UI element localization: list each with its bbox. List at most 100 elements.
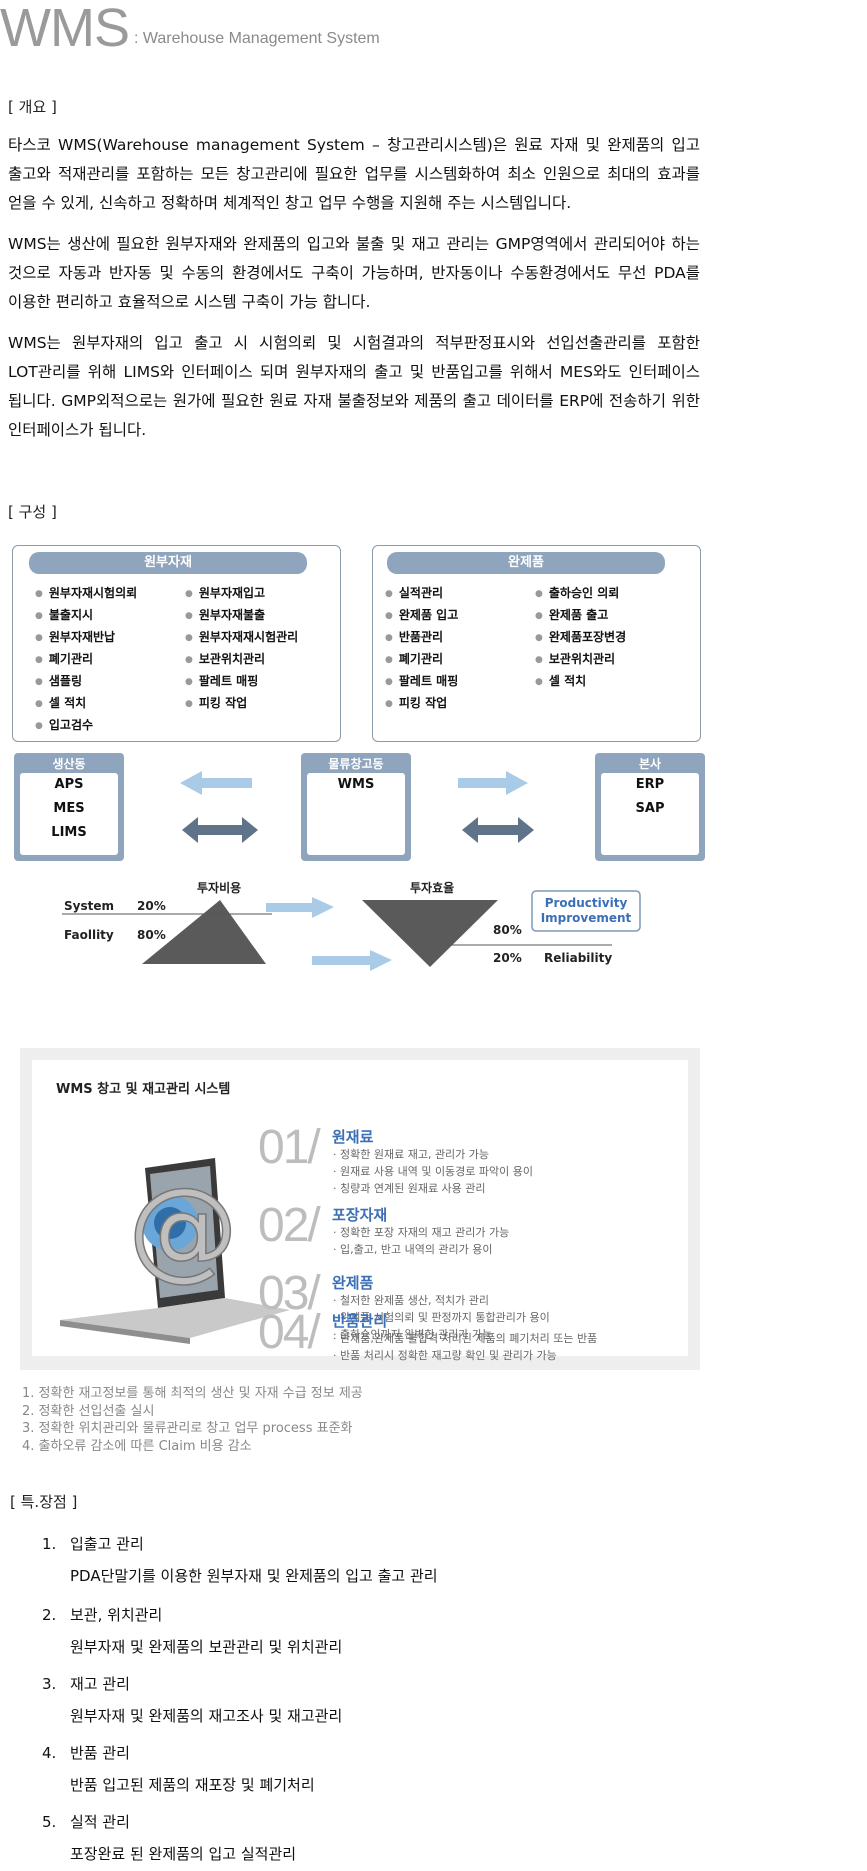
feature-number: 3. <box>42 1675 57 1693</box>
finished-goods-box: 완제품 실적관리 완제품 입고 반품관리 폐기관리 팔레트 매핑 피킹 작업 출… <box>372 545 701 742</box>
logistics-warehouse-title: 물류창고동 <box>328 757 384 771</box>
productivity-label: Productivity <box>544 896 628 910</box>
raw-item: 팔레트 매핑 <box>185 672 258 689</box>
arrow-right-icon <box>312 950 392 971</box>
efficiency-top-percent: 80% <box>493 923 522 937</box>
item-detail: · 칭량과 연계된 원재료 사용 관리 <box>333 1182 486 1195</box>
raw-item: 보관위치관리 <box>185 650 265 667</box>
arrow-double-icon <box>182 817 258 843</box>
finished-item: 보관위치관리 <box>535 650 615 667</box>
raw-material-box: 원부자재 원부자재시험의뢰 불출지시 원부자재반납 폐기관리 샘플링 셀 적치 … <box>12 545 341 742</box>
item-detail: · 완제품 시험의뢰 및 판정까지 통합관리가 용이 <box>333 1311 550 1324</box>
arrow-left-icon <box>180 771 252 795</box>
system-line: ERP <box>635 777 665 792</box>
item-category: 반품관리 <box>332 1312 388 1330</box>
item-detail: · 철저한 완제품 생산, 적치가 관리 <box>333 1294 490 1307</box>
item-detail: · 원재료 사용 내역 및 이동경로 파악이 용이 <box>333 1165 534 1178</box>
item-category: 원재료 <box>332 1128 374 1146</box>
headquarters-title: 본사 <box>638 757 662 771</box>
panel-title: WMS 창고 및 재고관리 시스템 <box>56 1082 231 1097</box>
system-line: APS <box>54 777 84 792</box>
raw-item: 원부자재불출 <box>185 606 265 623</box>
feature-number: 4. <box>42 1744 57 1762</box>
item-category: 완제품 <box>332 1274 374 1292</box>
svg-text:@: @ <box>128 1164 238 1292</box>
investment-efficiency-label: 투자효율 <box>410 881 455 895</box>
feature-title: 재고 관리 <box>70 1675 130 1693</box>
feature-number: 5. <box>42 1813 57 1831</box>
item-category: 포장자재 <box>332 1206 388 1224</box>
feature-item: 1.입출고 관리 PDA단말기를 이용한 원부자재 및 완제품의 입고 출고 관… <box>42 1533 438 1585</box>
headquarters-box: 본사 ERP SAP <box>595 753 705 861</box>
reliability-label: Reliability <box>544 951 613 965</box>
logistics-warehouse-box: 물류창고동 WMS <box>301 753 411 861</box>
benefits-list: 1. 정확한 재고정보를 통해 최적의 생산 및 자재 수급 정보 제공 2. … <box>22 1385 363 1455</box>
feature-number: 2. <box>42 1606 57 1624</box>
item-detail: · 출하승인까지 완벽한 관리가 가능 <box>333 1328 493 1341</box>
finished-item: 폐기관리 <box>385 650 443 667</box>
feature-title: 반품 관리 <box>70 1744 130 1762</box>
item-detail: · 정확한 원재료 재고, 관리가 가능 <box>333 1148 490 1161</box>
raw-item: 피킹 작업 <box>185 694 247 711</box>
wms-inventory-panel: WMS 창고 및 재고관리 시스템 @ 01/ 원재료 · 정확한 원재료 재고… <box>20 1048 700 1370</box>
benefit-item: 3. 정확한 위치관리와 물류관리로 창고 업무 process 표준화 <box>22 1421 353 1436</box>
system-line: SAP <box>635 801 665 816</box>
overview-paragraph-3: WMS는 원부자재의 입고 출고 시 시험의뢰 및 시험결과의 적부판정표시와 … <box>8 334 700 439</box>
facility-percent: 80% <box>137 928 166 942</box>
cost-triangle <box>62 900 272 964</box>
item-detail: · 입,출고, 반고 내역의 관리가 용이 <box>333 1243 493 1256</box>
arrow-right-icon <box>458 771 528 795</box>
item-detail: · 반제품,완제품 불합격 처리된 제품의 폐기처리 또는 반품 <box>333 1332 598 1345</box>
arrow-right-icon <box>266 897 334 918</box>
item-detail: · 정확한 포장 자재의 재고 관리가 가능 <box>333 1226 510 1239</box>
raw-item: 원부자재반납 <box>35 628 115 645</box>
page-header: WMS : Warehouse Management System <box>0 0 720 56</box>
finished-item: 완제품 출고 <box>535 606 608 623</box>
feature-item: 4. 반품 관리 반품 입고된 제품의 재포장 및 폐기처리 <box>42 1742 315 1794</box>
feature-desc: 포장완료 된 완제품의 입고 실적관리 <box>70 1845 297 1863</box>
feature-desc: 원부자재 및 완제품의 재고조사 및 재고관리 <box>70 1707 343 1725</box>
system-line: WMS <box>337 777 375 792</box>
overview-paragraph-1: 타스코 WMS(Warehouse management System – 창고… <box>8 136 700 212</box>
arrow-double-icon <box>462 817 534 843</box>
raw-item: 입고검수 <box>35 716 93 733</box>
feature-title: 보관, 위치관리 <box>70 1606 163 1624</box>
raw-item: 원부자재재시험관리 <box>185 628 298 645</box>
features-heading: [ 특.장점 ] <box>10 1493 78 1511</box>
feature-title: 입출고 관리 <box>70 1535 144 1553</box>
feature-desc: 반품 입고된 제품의 재포장 및 폐기처리 <box>70 1776 315 1794</box>
finished-item: 반품관리 <box>385 628 443 645</box>
benefit-item: 1. 정확한 재고정보를 통해 최적의 생산 및 자재 수급 정보 제공 <box>22 1386 363 1401</box>
production-building-title: 생산동 <box>52 757 86 771</box>
overview-heading: [ 개요 ] <box>8 98 57 116</box>
feature-item: 5.실적 관리 포장완료 된 완제품의 입고 실적관리 <box>42 1811 296 1863</box>
facility-label: Faollity <box>64 928 114 942</box>
finished-item: 실적관리 <box>385 584 443 601</box>
system-line: MES <box>53 801 85 816</box>
finished-item: 셀 적치 <box>535 672 586 689</box>
composition-heading: [ 구성 ] <box>8 503 57 521</box>
raw-item: 원부자재입고 <box>185 584 265 601</box>
raw-item: 원부자재시험의뢰 <box>35 584 137 601</box>
laptop-illustration: @ <box>60 1158 290 1344</box>
production-building-box: 생산동 APS MES LIMS <box>14 753 124 861</box>
finished-item: 팔레트 매핑 <box>385 672 458 689</box>
investment-cost-label: 투자비용 <box>197 881 242 895</box>
finished-item: 완제품포장변경 <box>535 628 626 645</box>
efficiency-triangle <box>362 900 612 967</box>
item-number: 02/ <box>258 1199 321 1252</box>
item-number: 01/ <box>258 1121 321 1174</box>
feature-item: 3. 재고 관리 원부자재 및 완제품의 재고조사 및 재고관리 <box>42 1673 342 1725</box>
diagram-arrows <box>62 771 641 971</box>
productivity-box <box>531 890 641 932</box>
raw-item: 불출지시 <box>35 606 93 623</box>
feature-desc: PDA단말기를 이용한 원부자재 및 완제품의 입고 출고 관리 <box>70 1567 438 1585</box>
raw-material-title: 원부자재 <box>29 552 307 574</box>
raw-item: 샘플링 <box>35 672 82 689</box>
item-detail: · 반품 처리시 정확한 재고량 확인 및 관리가 가능 <box>333 1349 557 1362</box>
finished-goods-title: 완제품 <box>387 552 665 574</box>
composition-diagram: 원부자재 원부자재시험의뢰 불출지시 원부자재반납 폐기관리 샘플링 셀 적치 … <box>12 545 707 975</box>
feature-desc: 원부자재 및 완제품의 보관관리 및 위치관리 <box>70 1638 343 1656</box>
item-number: 04/ <box>258 1306 321 1359</box>
system-percent: 20% <box>137 899 166 913</box>
